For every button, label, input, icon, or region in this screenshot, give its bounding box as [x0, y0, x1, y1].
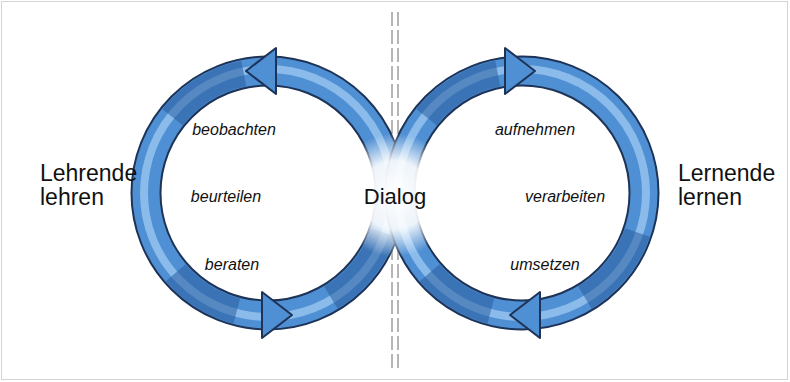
- loop-heading: Lernende lernen: [678, 161, 782, 209]
- activity-label: verarbeiten: [525, 188, 605, 206]
- activity-label: aufnehmen: [495, 121, 575, 139]
- text-holder: Lernende lernen: [678, 161, 782, 209]
- text-holder: umsetzen: [510, 256, 579, 274]
- activity-label: beobachten: [192, 121, 276, 139]
- text-holder: Dialog: [364, 184, 426, 210]
- text-holder: verarbeiten: [525, 188, 605, 206]
- loop-heading: Lehrende lehren: [40, 161, 152, 209]
- activity-label: beurteilen: [191, 188, 261, 206]
- activity-label: umsetzen: [510, 256, 579, 274]
- center-label: Dialog: [364, 184, 426, 210]
- text-holder: beraten: [205, 256, 259, 274]
- dialog-glow: [333, 133, 457, 257]
- text-holder: Lehrende lehren: [40, 161, 152, 209]
- text-holder: beurteilen: [191, 188, 261, 206]
- text-holder: aufnehmen: [495, 121, 575, 139]
- activity-label: beraten: [205, 256, 259, 274]
- text-holder: beobachten: [192, 121, 276, 139]
- loop-node: Lernende lernen aufnehmen verarbeiten umset…: [395, 0, 790, 382]
